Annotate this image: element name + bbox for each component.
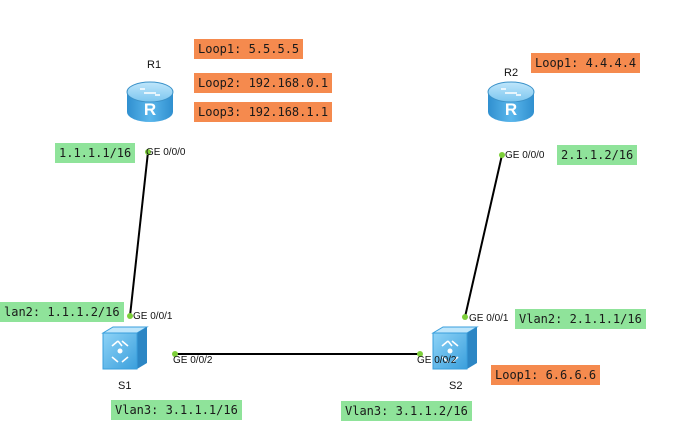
vlan2-label-s2: Vlan2: 2.1.1.1/16 xyxy=(515,309,646,329)
port-label-r1: GE 0/0/0 xyxy=(146,147,186,158)
ip-label-r1: 1.1.1.1/16 xyxy=(55,143,136,163)
switch-s1-icon[interactable] xyxy=(101,326,149,370)
port-label-s1-up: GE 0/0/1 xyxy=(133,311,173,322)
port-dot-s1-side xyxy=(172,351,178,357)
link-r2-s2[interactable] xyxy=(464,154,503,318)
loopback-label-r1-loop3: Loop3: 192.168.1.1 xyxy=(194,102,333,122)
device-name-s2: S2 xyxy=(449,380,463,392)
port-dot-s1-up xyxy=(127,313,133,319)
port-label-s2-side: GE 0/0/2 xyxy=(417,355,457,366)
vlan3-label-s1: Vlan3: 3.1.1.1/16 xyxy=(111,400,242,420)
svg-text:R: R xyxy=(505,100,517,119)
loopback-label-r1-loop2: Loop2: 192.168.0.1 xyxy=(194,73,333,93)
device-name-r2: R2 xyxy=(504,67,519,79)
device-name-r1: R1 xyxy=(147,59,162,71)
port-dot-r2 xyxy=(499,152,505,158)
vlan2-label-s1: lan2: 1.1.1.2/16 xyxy=(0,302,124,322)
router-r2-icon[interactable]: R xyxy=(487,81,535,122)
port-dot-s2-side xyxy=(417,351,423,357)
loopback-label-r1-loop1: Loop1: 5.5.5.5 xyxy=(194,39,304,59)
link-r1-s1[interactable] xyxy=(129,151,149,317)
router-r1-icon[interactable]: R xyxy=(126,81,174,122)
vlan3-label-s2: Vlan3: 3.1.1.2/16 xyxy=(341,401,472,421)
svg-text:R: R xyxy=(144,100,156,119)
port-dot-s2-up xyxy=(462,314,468,320)
switch-s2-icon[interactable] xyxy=(431,326,479,370)
loopback-label-r2-loop1: Loop1: 4.4.4.4 xyxy=(531,53,641,73)
device-name-s1: S1 xyxy=(118,380,132,392)
port-dot-r1 xyxy=(145,149,151,155)
port-label-s1-side: GE 0/0/2 xyxy=(173,355,213,366)
port-label-s2-up: GE 0/0/1 xyxy=(469,313,509,324)
ip-label-r2: 2.1.1.2/16 xyxy=(557,145,638,165)
port-label-r2: GE 0/0/0 xyxy=(505,150,545,161)
loopback-label-s2-loop1: Loop1: 6.6.6.6 xyxy=(491,365,601,385)
